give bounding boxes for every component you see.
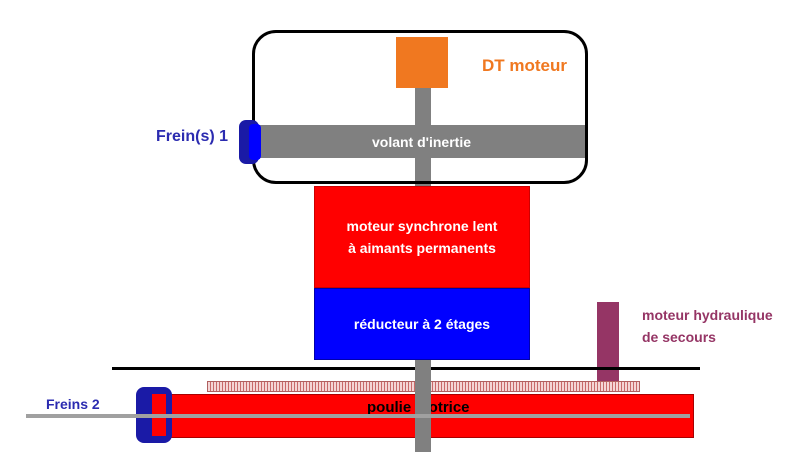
cable-line xyxy=(26,414,690,418)
moteur-hydraulique-line1: moteur hydraulique xyxy=(642,307,773,323)
moteur-synchrone-line1: moteur synchrone lent xyxy=(346,218,498,234)
motor-enclosure xyxy=(252,30,588,184)
freins-1-label: Frein(s) 1 xyxy=(156,128,229,145)
moteur-hydraulique-block xyxy=(597,302,619,382)
moteur-synchrone-line2: à aimants permanents xyxy=(348,240,496,256)
frein-1-pad-inner xyxy=(249,124,261,160)
moteur-synchrone-box: moteur synchrone lent à aimants permanen… xyxy=(314,186,530,288)
floor-line xyxy=(112,367,700,370)
dt-moteur-box xyxy=(396,37,448,88)
freins-2-label: Freins 2 xyxy=(46,396,100,412)
cable-line-over-pad xyxy=(136,414,172,418)
reducteur-box: réducteur à 2 étages xyxy=(314,288,530,360)
dt-moteur-label: DT moteur xyxy=(482,56,567,75)
moteur-hydraulique-label: moteur hydraulique de secours xyxy=(642,304,773,348)
moteur-hydraulique-line2: de secours xyxy=(642,329,716,345)
shaft-lower xyxy=(415,360,431,452)
volant-inertie-bar: volant d'inertie xyxy=(258,125,585,158)
